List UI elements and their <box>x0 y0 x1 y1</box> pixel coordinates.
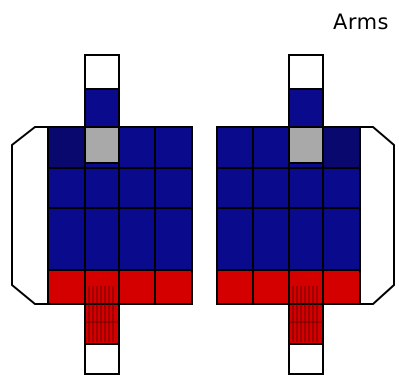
left-arm-red-stripes <box>88 286 114 304</box>
left-arm-lower-red-cell[interactable] <box>84 303 120 345</box>
right-arm-bottom-slot[interactable] <box>288 343 324 375</box>
page-title: Arms <box>332 10 389 34</box>
left-arm-top-slot[interactable] <box>84 54 120 90</box>
right-arm-red-stripes <box>292 286 318 304</box>
left-arm-gray-cell[interactable] <box>84 126 120 164</box>
left-arm-dark-cell[interactable] <box>49 128 85 168</box>
right-arm-dark-cell[interactable] <box>324 128 359 168</box>
left-arm-upper-cell[interactable] <box>84 88 120 128</box>
right-arm-lower-red-cell[interactable] <box>288 303 324 345</box>
left-arm-bottom-slot[interactable] <box>84 343 120 375</box>
right-arm <box>216 54 395 375</box>
right-arm-upper-cell[interactable] <box>288 88 324 128</box>
left-arm-outer-shield <box>11 126 49 305</box>
right-arm-gray-cell[interactable] <box>288 126 324 164</box>
right-arm-outer-shield <box>359 126 395 305</box>
left-arm <box>11 54 193 375</box>
right-arm-top-slot[interactable] <box>288 54 324 90</box>
